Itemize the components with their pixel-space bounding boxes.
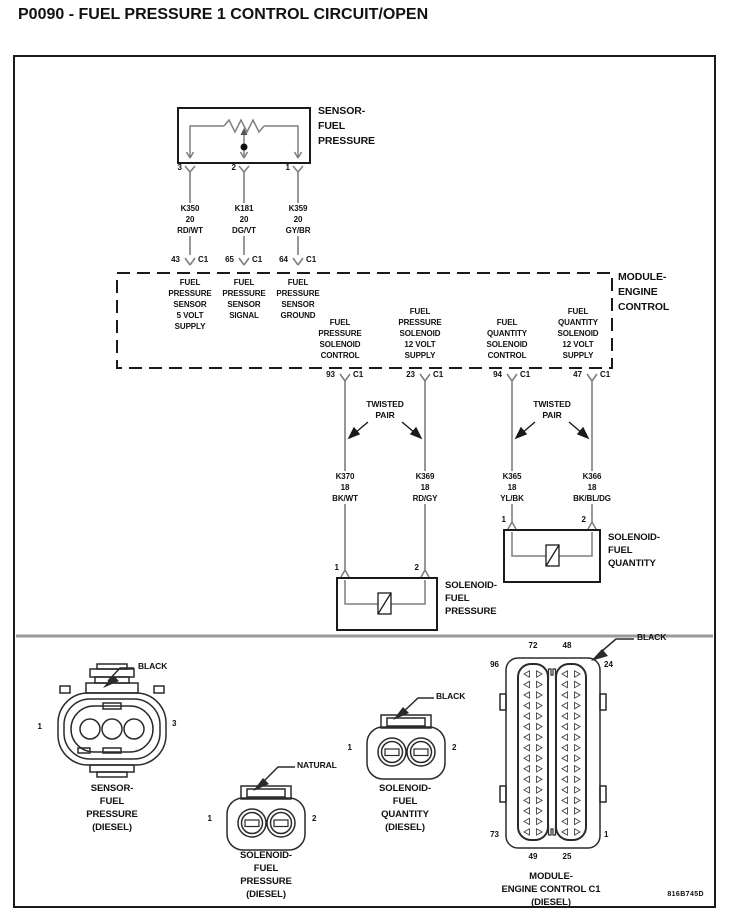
sensor-pin-1: 1 <box>285 163 290 172</box>
connector-pin: 3 <box>172 719 177 728</box>
twisted-pair-label: TWISTED PAIR <box>366 399 404 420</box>
module-c1-connector-drawing <box>499 638 634 849</box>
module-function: FUEL PRESSURE SOLENOID 12 VOLT SUPPLY <box>398 307 442 360</box>
module-pin-number: 65 <box>225 255 234 264</box>
solenoid-quantity-label: SOLENOID- FUEL QUANTITY <box>608 532 660 569</box>
connector-pin: 1 <box>207 814 212 823</box>
wire-label: K366 18 BK/BL/DG <box>571 471 613 504</box>
wire-label: K181 20 DG/VT <box>230 203 258 236</box>
connector-id: C1 <box>520 370 531 379</box>
solenoid-pin: 2 <box>414 563 419 572</box>
connector-pin: 48 <box>562 641 572 650</box>
solenoid-quantity-connector-drawing <box>366 697 446 780</box>
diagram-border <box>13 55 716 908</box>
solenoid-pin: 1 <box>501 515 506 524</box>
connector-color-label: BLACK <box>138 661 168 671</box>
sensor-connector-drawing <box>57 663 167 778</box>
module-box-shape <box>116 272 613 369</box>
connector-pin: 72 <box>528 641 538 650</box>
module-pin-number: 64 <box>279 255 288 264</box>
connector-pin: 25 <box>562 852 572 861</box>
connector-id: C1 <box>306 255 317 264</box>
module-function: FUEL QUANTITY SOLENOID CONTROL <box>486 318 528 360</box>
solenoid-pressure-shape <box>336 577 438 631</box>
connector-caption: SENSOR- FUEL PRESSURE (DIESEL) <box>86 783 138 833</box>
wire-label: K350 20 RD/WT <box>175 203 205 236</box>
connector-id: C1 <box>198 255 209 264</box>
page-title: P0090 - FUEL PRESSURE 1 CONTROL CIRCUIT/… <box>18 6 429 23</box>
connector-caption: SOLENOID- FUEL QUANTITY (DIESEL) <box>379 783 431 833</box>
connector-pin: 2 <box>452 743 457 752</box>
module-function: FUEL QUANTITY SOLENOID 12 VOLT SUPPLY <box>557 307 599 360</box>
connector-pin: 73 <box>490 830 499 839</box>
connector-id: C1 <box>433 370 444 379</box>
wire-label: K369 18 RD/GY <box>410 471 440 504</box>
twisted-pair-label: TWISTED PAIR <box>533 399 571 420</box>
connector-caption: SOLENOID- FUEL PRESSURE (DIESEL) <box>240 850 292 900</box>
solenoid-pressure-label: SOLENOID- FUEL PRESSURE <box>445 580 497 617</box>
twisted-pair-arrows <box>347 421 590 440</box>
sensor-pin-2: 2 <box>231 163 236 172</box>
sensor-box-shape <box>177 107 311 164</box>
module-function: FUEL PRESSURE SENSOR GROUND <box>276 278 320 320</box>
figure-code: 816B745D <box>667 891 704 898</box>
connector-color-label: BLACK <box>637 632 667 642</box>
connector-pin: 2 <box>312 814 317 823</box>
module-pin-number: 93 <box>326 370 335 379</box>
connector-id: C1 <box>353 370 364 379</box>
connector-pin: 96 <box>490 660 499 669</box>
solenoid-pin: 1 <box>334 563 339 572</box>
connector-caption: MODULE- ENGINE CONTROL C1 (DIESEL) <box>501 871 601 908</box>
connector-pin: 24 <box>604 660 613 669</box>
module-pin-number: 43 <box>171 255 180 264</box>
sensor-pin-3: 3 <box>177 163 182 172</box>
wire-label: K359 20 GY/BR <box>283 203 313 236</box>
connector-color-label: BLACK <box>436 691 466 701</box>
module-pin-number: 47 <box>573 370 582 379</box>
solenoid-quantity-shape <box>503 529 601 583</box>
module-pin-number: 94 <box>493 370 502 379</box>
wire-label: K365 18 YL/BK <box>498 471 526 504</box>
junction-dot <box>240 143 248 151</box>
connector-color-label: NATURAL <box>297 760 337 770</box>
connector-pin: 1 <box>347 743 352 752</box>
module-pin-number: 23 <box>406 370 415 379</box>
module-function: FUEL PRESSURE SENSOR 5 VOLT SUPPLY <box>168 278 212 331</box>
connector-pin: 1 <box>604 830 609 839</box>
module-function: FUEL PRESSURE SOLENOID CONTROL <box>318 318 362 360</box>
potentiometer-wiper-arrow <box>240 128 248 135</box>
wire-label: K370 18 BK/WT <box>330 471 360 504</box>
connector-pin: 1 <box>37 722 42 731</box>
connector-pin: 49 <box>528 852 538 861</box>
connector-id: C1 <box>252 255 263 264</box>
sensor-label: SENSOR- FUEL PRESSURE <box>318 105 375 147</box>
solenoid-pressure-connector-drawing <box>226 766 306 851</box>
connector-id: C1 <box>600 370 611 379</box>
solenoid-pin: 2 <box>581 515 586 524</box>
module-label: MODULE- ENGINE CONTROL <box>618 271 670 313</box>
module-function: FUEL PRESSURE SENSOR SIGNAL <box>222 278 266 320</box>
